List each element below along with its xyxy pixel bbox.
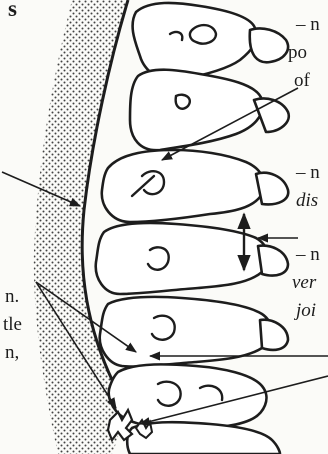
label-right-4: – n bbox=[296, 162, 320, 184]
label-right-8: joi bbox=[296, 300, 316, 322]
label-right-6: – n bbox=[296, 244, 320, 266]
spinous-process-3 bbox=[256, 173, 288, 205]
spinous-process-2 bbox=[254, 99, 289, 133]
spinous-process-1 bbox=[250, 28, 288, 62]
label-right-2: po bbox=[288, 42, 307, 64]
heading-fragment: s bbox=[8, 0, 17, 20]
label-left-3: n, bbox=[5, 342, 19, 364]
label-right-7: ver bbox=[292, 272, 316, 294]
vertebra-c2-body bbox=[130, 70, 263, 150]
label-right-1: – n bbox=[296, 14, 320, 36]
label-left-1: n. bbox=[5, 286, 19, 308]
spinous-process-4 bbox=[258, 246, 288, 276]
vertebra-c3 bbox=[102, 150, 264, 222]
spinous-process-5 bbox=[260, 320, 288, 350]
label-right-5: dis bbox=[296, 190, 318, 212]
vertebra-c4 bbox=[96, 223, 269, 294]
label-left-2: tle bbox=[3, 314, 22, 336]
label-right-3: of bbox=[294, 70, 310, 92]
